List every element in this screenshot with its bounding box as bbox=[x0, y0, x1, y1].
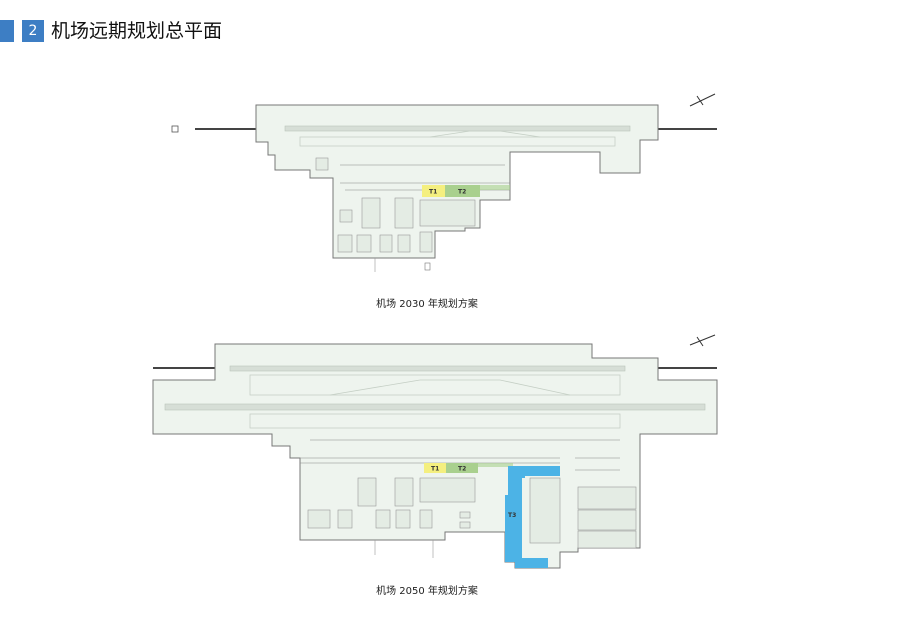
landside-blocks-2030 bbox=[315, 157, 476, 253]
plan-caption-2030: 机场 2030 年规划方案 bbox=[376, 299, 478, 310]
taxiway-2050 bbox=[249, 374, 621, 396]
terminal-label-t2-2030: T2 bbox=[458, 189, 466, 196]
landside-blocks-2050 bbox=[307, 477, 637, 549]
terminal-t2-2030 bbox=[445, 185, 480, 197]
section-number-badge: 2 bbox=[22, 20, 44, 42]
terminal-t3-2050 bbox=[505, 466, 560, 568]
runway-2030 bbox=[284, 125, 631, 132]
terminal-label-t3-2050: T3 bbox=[508, 512, 516, 519]
navaid-marker bbox=[171, 125, 179, 133]
accent-bar bbox=[0, 20, 14, 42]
terminal-label-t1-2030: T1 bbox=[429, 189, 437, 196]
runway-north-2050 bbox=[229, 365, 626, 372]
terminal-t1-2030 bbox=[422, 185, 445, 197]
runway-south-2050 bbox=[164, 403, 706, 411]
page-title: 机场远期规划总平面 bbox=[51, 20, 223, 42]
terminal-t1-2050 bbox=[424, 463, 446, 473]
terminal-label-t1-2050: T1 bbox=[431, 466, 439, 473]
plan-2050: T1 T2 T3 bbox=[152, 334, 718, 569]
terminal-t2-2050 bbox=[446, 463, 478, 473]
north-arrow-2050 bbox=[689, 334, 716, 347]
site-boundary-2030 bbox=[255, 104, 659, 259]
taxiway-2030 bbox=[299, 136, 616, 147]
plan-caption-2050: 机场 2050 年规划方案 bbox=[376, 586, 478, 597]
plan-2030: T1 T2 bbox=[171, 93, 717, 272]
north-arrow-2030 bbox=[689, 93, 716, 107]
terminal-label-t2-2050: T2 bbox=[458, 466, 466, 473]
